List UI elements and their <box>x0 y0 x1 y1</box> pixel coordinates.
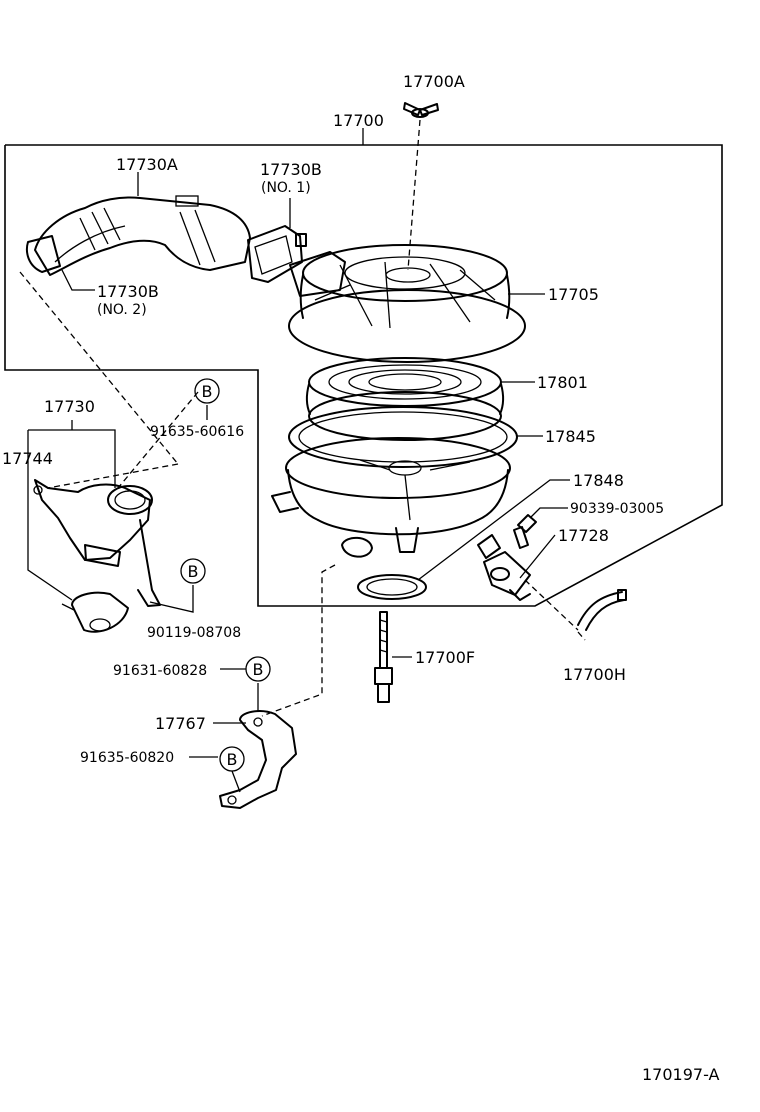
label-90119-08708: 90119-08708 <box>147 625 241 641</box>
svg-text:B: B <box>253 660 264 679</box>
label-91635-60820: 91635-60820 <box>80 750 174 766</box>
intake-hose-17730A <box>25 195 251 276</box>
figure-id: 170197-A <box>642 1065 720 1084</box>
label-17730B-no2: 17730B <box>97 282 159 301</box>
label-17700: 17700 <box>333 111 384 130</box>
label-17767: 17767 <box>155 714 206 733</box>
reference-marker-b3: B <box>245 656 271 682</box>
assembly-frame-17700 <box>4 128 723 607</box>
hose-17700H <box>524 579 627 641</box>
label-91631-60828: 91631-60828 <box>113 663 207 679</box>
air-cleaner-case <box>271 437 511 558</box>
label-17744: 17744 <box>2 449 53 468</box>
label-17730A: 17730A <box>116 155 178 174</box>
label-17700A: 17700A <box>403 72 465 91</box>
label-17730B-sub: (NO. 1) <box>261 180 311 196</box>
label-90339-03005: 90339-03005 <box>570 501 664 517</box>
reference-dashed-lines <box>19 271 336 717</box>
label-17700H: 17700H <box>563 665 626 684</box>
gasket-17848 <box>357 574 427 600</box>
reference-marker-b2: B <box>180 558 206 584</box>
filter-element-17801 <box>305 357 505 441</box>
leader-lines <box>27 172 570 793</box>
gasket-17845 <box>288 406 518 468</box>
label-17730B: 17730B <box>260 160 322 179</box>
label-17730B-no2-sub: (NO. 2) <box>97 302 147 318</box>
clip-90339-03005 <box>513 514 537 549</box>
label-17728: 17728 <box>558 526 609 545</box>
label-17700F: 17700F <box>415 648 475 667</box>
label-91635-60616: 91635-60616 <box>150 424 244 440</box>
duct-17730 <box>33 479 161 633</box>
label-17730: 17730 <box>44 397 95 416</box>
air-cleaner-cap-17705 <box>288 244 526 363</box>
label-17845: 17845 <box>545 427 596 446</box>
duct-17730B-no1 <box>247 225 307 283</box>
svg-text:B: B <box>188 562 199 581</box>
svg-text:B: B <box>202 382 213 401</box>
label-17705: 17705 <box>548 285 599 304</box>
bracket-17767 <box>219 710 297 809</box>
svg-text:B: B <box>227 750 238 769</box>
valve-17728 <box>477 534 531 601</box>
stud-bolt-17700F <box>374 611 393 703</box>
label-17848: 17848 <box>573 471 624 490</box>
label-17801: 17801 <box>537 373 588 392</box>
reference-marker-b1: B <box>194 378 220 404</box>
reference-marker-b4: B <box>219 746 245 772</box>
